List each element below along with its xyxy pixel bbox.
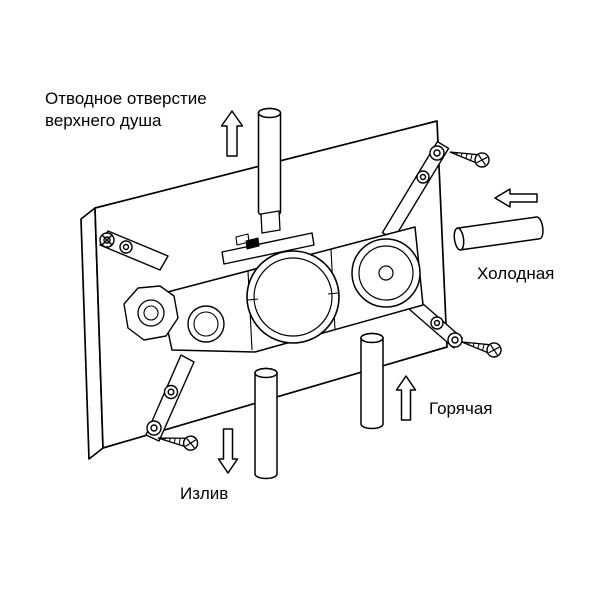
label-cold-water: Холодная: [477, 264, 555, 283]
cold-water-pipe: [453, 216, 544, 251]
label-shower-outlet-line1: Отводное отверстие: [45, 89, 207, 108]
left-flange-port: [137, 299, 165, 327]
mounting-brackets: [99, 140, 463, 442]
up-arrow-shower-icon: [220, 110, 244, 157]
spout-pipe: [254, 367, 278, 480]
right-valve-knob: [351, 238, 421, 308]
down-arrow-spout-icon: [217, 428, 239, 474]
screw-top-right: [447, 144, 492, 170]
hot-water-pipe: [360, 332, 384, 430]
label-shower-outlet-line2: верхнего душа: [45, 111, 162, 130]
left-arrow-cold-icon: [494, 188, 538, 208]
label-shower-outlet: Отводное отверстие верхнего душа: [45, 88, 207, 132]
shower-outlet-pipe: [257, 107, 282, 234]
valve-body: [123, 226, 424, 353]
screw-bottom-right: [459, 334, 504, 360]
label-spout: Излив: [180, 484, 229, 503]
label-hot-water: Горячая: [429, 399, 493, 418]
up-arrow-hot-icon: [395, 375, 417, 421]
screw-bottom-left: [156, 430, 200, 452]
bracket-arm-bottom-left: [145, 354, 195, 442]
flow-arrows: [217, 110, 538, 474]
bracket-arm-top-left: [99, 230, 169, 271]
central-cartridge: [246, 250, 340, 344]
left-valve-port: [187, 305, 225, 343]
